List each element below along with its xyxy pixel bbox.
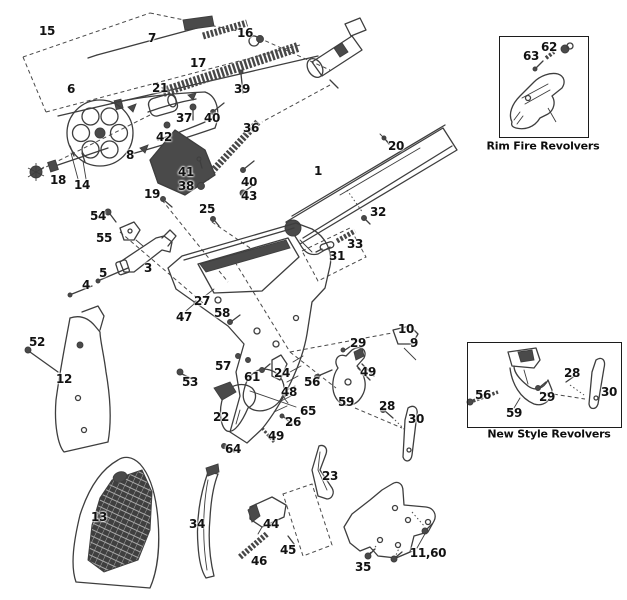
part-label-62: 62: [540, 40, 558, 54]
part-label-42: 42: [155, 130, 173, 144]
bolt-group: [238, 496, 295, 560]
part-label-40: 40: [240, 175, 258, 189]
part-label-40: 40: [203, 111, 221, 125]
part-label-24: 24: [273, 366, 291, 380]
inset-box-new-style: [467, 342, 622, 428]
part-label-18: 18: [49, 173, 67, 187]
part-label-59: 59: [337, 395, 355, 409]
part-label-14: 14: [73, 178, 91, 192]
part-label-28: 28: [378, 399, 396, 413]
inset-newstyle-art: [466, 347, 606, 410]
grip-panels-group: [24, 305, 160, 589]
part-label-29: 29: [349, 336, 367, 350]
part-label-33: 33: [346, 237, 364, 251]
part-label-63: 63: [522, 49, 540, 63]
part-label-53: 53: [181, 375, 199, 389]
part-label-5: 5: [98, 266, 108, 280]
part-label-3: 3: [143, 261, 153, 275]
part-label-22: 22: [212, 410, 230, 424]
part-label-12: 12: [55, 372, 73, 386]
part-label-32: 32: [369, 205, 387, 219]
part-label-41: 41: [177, 165, 195, 179]
part-label-1: 1: [313, 164, 323, 178]
stirrup-group: [311, 444, 334, 500]
construction-lines: [22, 12, 586, 557]
part-label-28: 28: [563, 366, 581, 380]
part-label-36: 36: [242, 121, 260, 135]
barrel-group: [284, 124, 458, 256]
trigger-group: [176, 353, 333, 453]
part-label-13: 13: [90, 510, 108, 524]
part-label-8: 8: [125, 148, 135, 162]
part-label-15: 15: [38, 24, 56, 38]
part-label-26: 26: [284, 415, 302, 429]
part-label-17: 17: [189, 56, 207, 70]
part-label-29: 29: [538, 390, 556, 404]
part-label-39: 39: [233, 82, 251, 96]
part-label-52: 52: [28, 335, 46, 349]
part-label-57: 57: [214, 359, 232, 373]
part-label-56: 56: [474, 388, 492, 402]
part-label-55: 55: [95, 231, 113, 245]
part-label-58: 58: [213, 306, 231, 320]
part-label-45: 45: [279, 543, 297, 557]
part-label-25: 25: [198, 202, 216, 216]
part-label-31: 31: [328, 249, 346, 263]
part-label-56: 56: [303, 375, 321, 389]
inset-box-rim-fire: [499, 36, 589, 138]
part-label-9: 9: [409, 336, 419, 350]
part-label-35: 35: [354, 560, 372, 574]
part-label-44: 44: [262, 517, 280, 531]
part-label-21: 21: [151, 81, 169, 95]
ejector-rod-group: [57, 15, 319, 117]
hammer-group: [332, 325, 419, 462]
part-label-43: 43: [240, 189, 258, 203]
part-label-54: 54: [89, 209, 107, 223]
part-label-20: 20: [387, 139, 405, 153]
part-label-11-60: 11,60: [409, 546, 447, 560]
cylinder-group: [27, 91, 219, 181]
part-label-61: 61: [243, 370, 261, 384]
part-label-30: 30: [407, 412, 425, 426]
barrel-shank-part: [306, 17, 367, 89]
part-label-30: 30: [600, 385, 618, 399]
part-label-4: 4: [81, 278, 91, 292]
part-label-37: 37: [175, 111, 193, 125]
extractor-group: [149, 69, 261, 227]
part-label-10: 10: [397, 322, 415, 336]
part-label-6: 6: [66, 82, 76, 96]
part-label-64: 64: [224, 442, 242, 456]
mainspring-group: [196, 463, 220, 579]
part-label-27: 27: [193, 294, 211, 308]
part-label-46: 46: [250, 554, 268, 568]
part-label-65: 65: [299, 404, 317, 418]
inset-new-style-caption: New Style Revolvers: [487, 427, 611, 441]
part-label-49: 49: [267, 429, 285, 443]
part-label-34: 34: [188, 517, 206, 531]
inset-rim-fire-caption: Rim Fire Revolvers: [486, 139, 600, 153]
part-label-59: 59: [505, 406, 523, 420]
part-label-47: 47: [175, 310, 193, 324]
frame-group: [67, 208, 332, 444]
part-label-19: 19: [143, 187, 161, 201]
part-label-7: 7: [147, 31, 157, 45]
part-label-48: 48: [280, 385, 298, 399]
part-label-23: 23: [321, 469, 339, 483]
part-label-49: 49: [359, 365, 377, 379]
part-label-38: 38: [177, 179, 195, 193]
inset-rimfire-art: [509, 42, 574, 130]
sideplate-group: [343, 481, 436, 563]
part-label-16: 16: [236, 26, 254, 40]
